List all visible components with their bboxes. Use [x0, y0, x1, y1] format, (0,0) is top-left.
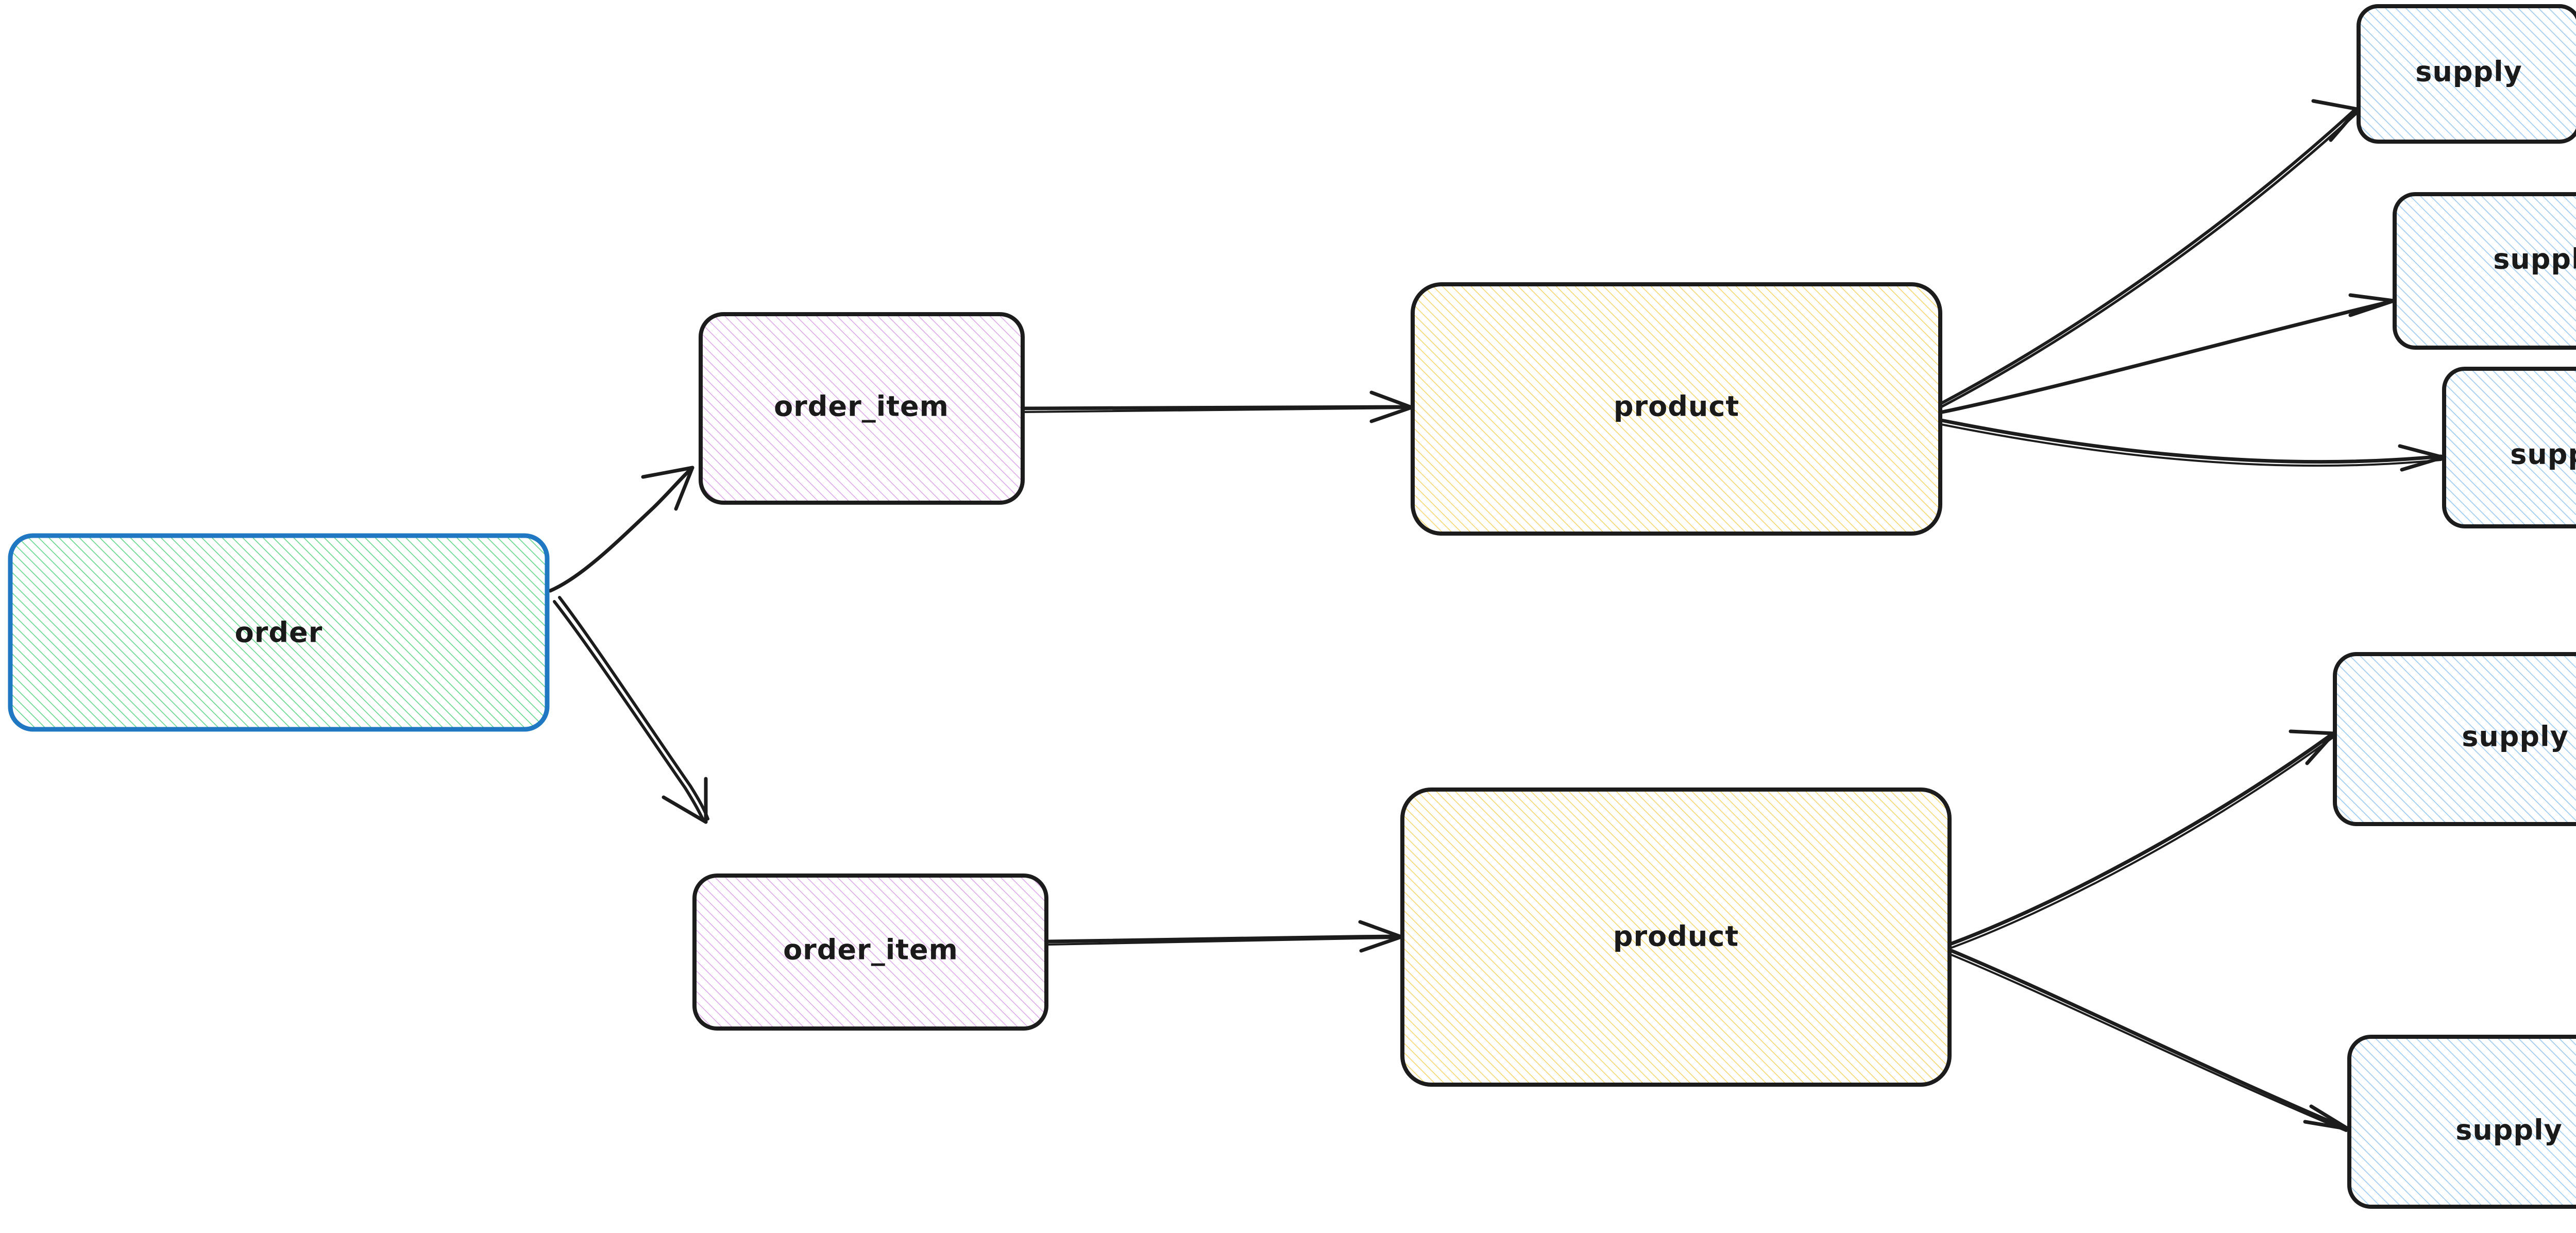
node-order-item-bottom[interactable]: order_item — [692, 874, 1048, 1031]
node-product-bottom-label: product — [1613, 920, 1739, 953]
edge-layer — [548, 99, 2445, 1132]
node-order-item-bottom-label: order_item — [783, 934, 958, 966]
edge-product-bottom-to-supply-1[interactable] — [1950, 729, 2336, 949]
node-supply-top-1-shape — [2357, 4, 2576, 144]
node-product-top-shape — [1411, 282, 1942, 536]
node-supply-top-2-shape — [2393, 192, 2576, 350]
node-order-item-bottom-shape — [692, 874, 1048, 1031]
node-supply-top-2[interactable]: supply — [2393, 192, 2576, 350]
node-supply-bottom-1-label: supply — [2462, 721, 2569, 753]
node-supply-bottom-2-shape — [2347, 1035, 2576, 1209]
edge-product-top-to-supply-1[interactable] — [1940, 99, 2360, 408]
node-product-bottom[interactable]: product — [1400, 787, 1952, 1087]
node-supply-top-2-label: supply — [2493, 243, 2576, 276]
node-product-bottom-shape — [1400, 787, 1952, 1087]
node-supply-bottom-1-shape — [2333, 652, 2576, 826]
node-order-label: order — [235, 616, 323, 649]
node-supply-top-3-label: supply — [2510, 438, 2576, 471]
node-supply-top-1-label: supply — [2415, 56, 2522, 88]
node-order-shape — [8, 533, 550, 732]
node-order[interactable]: order — [8, 533, 550, 732]
node-order-item-top-label: order_item — [774, 390, 949, 423]
node-supply-bottom-2[interactable]: supply — [2347, 1035, 2576, 1209]
node-layer: order order_item order_item product prod… — [8, 4, 2576, 1209]
edge-order-to-order-item-bottom[interactable] — [553, 596, 709, 824]
node-supply-top-1[interactable]: supply — [2357, 4, 2576, 144]
edge-product-top-to-supply-3[interactable] — [1939, 418, 2445, 472]
node-supply-top-3[interactable]: supply — [2442, 367, 2576, 528]
node-product-top[interactable]: product — [1411, 282, 1942, 536]
node-product-top-label: product — [1614, 390, 1739, 423]
node-supply-top-3-shape — [2442, 367, 2576, 528]
node-order-item-top[interactable]: order_item — [699, 312, 1025, 505]
node-supply-bottom-1[interactable]: supply — [2333, 652, 2576, 826]
edge-order-item-bottom-to-product-bottom[interactable] — [1046, 920, 1403, 953]
edge-product-bottom-to-supply-2[interactable] — [1950, 949, 2350, 1132]
node-order-item-top-shape — [699, 312, 1025, 505]
edge-order-item-top-to-product-top[interactable] — [1022, 390, 1414, 423]
edge-order-to-order-item-top[interactable] — [548, 466, 694, 593]
node-supply-bottom-2-label: supply — [2455, 1114, 2563, 1146]
edge-product-top-to-supply-2[interactable] — [1940, 293, 2396, 414]
